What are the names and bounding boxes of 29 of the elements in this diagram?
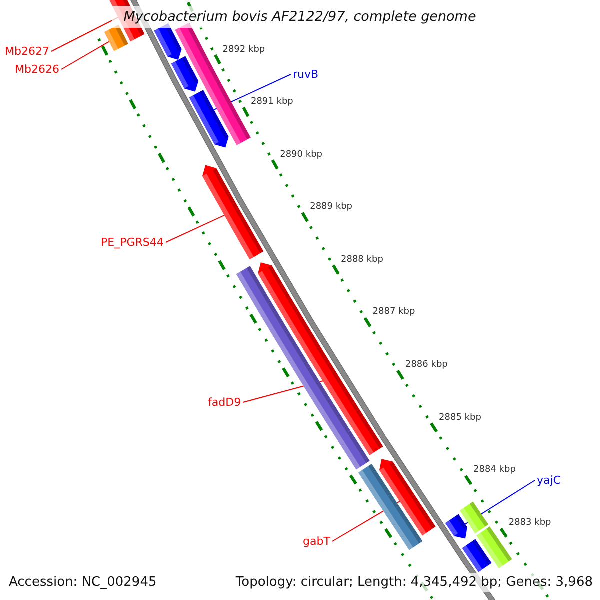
scale-label: 2883 kbp xyxy=(508,518,552,529)
gene-feature xyxy=(445,514,468,539)
gene-label: gabT xyxy=(303,535,330,548)
leader-line xyxy=(165,214,225,243)
scale-label: 2889 kbp xyxy=(310,202,352,214)
scale-label: 2888 kbp xyxy=(341,254,384,266)
gene-block xyxy=(358,464,423,550)
scale-label: 2887 kbp xyxy=(372,307,416,318)
leader-line xyxy=(61,41,110,70)
gene-feature xyxy=(380,459,436,536)
gene-block xyxy=(476,526,512,568)
gene-feature xyxy=(202,165,264,260)
gene-label: Mb2627 xyxy=(5,45,50,58)
gene-label: fadD9 xyxy=(208,396,242,409)
scale-label: 2884 kbp xyxy=(474,465,516,476)
scale-label: 2892 kbp xyxy=(222,44,266,56)
accession-text: Accession: NC_002945 xyxy=(8,574,158,592)
gene-feature xyxy=(171,56,199,92)
scale-label: 2885 kbp xyxy=(439,412,482,424)
gene-block xyxy=(460,502,489,534)
gene-label: yajC xyxy=(537,474,561,487)
scale-label: 2891 kbp xyxy=(250,97,294,108)
gene-feature xyxy=(189,90,229,148)
gene-label: Mb2626 xyxy=(15,63,60,76)
gene-label: PE_PGRS44 xyxy=(101,236,164,249)
scale-label: 2886 kbp xyxy=(405,360,448,372)
scale-label: 2890 kbp xyxy=(280,150,322,161)
gene-block xyxy=(462,539,492,572)
gene-label: ruvB xyxy=(293,68,319,81)
